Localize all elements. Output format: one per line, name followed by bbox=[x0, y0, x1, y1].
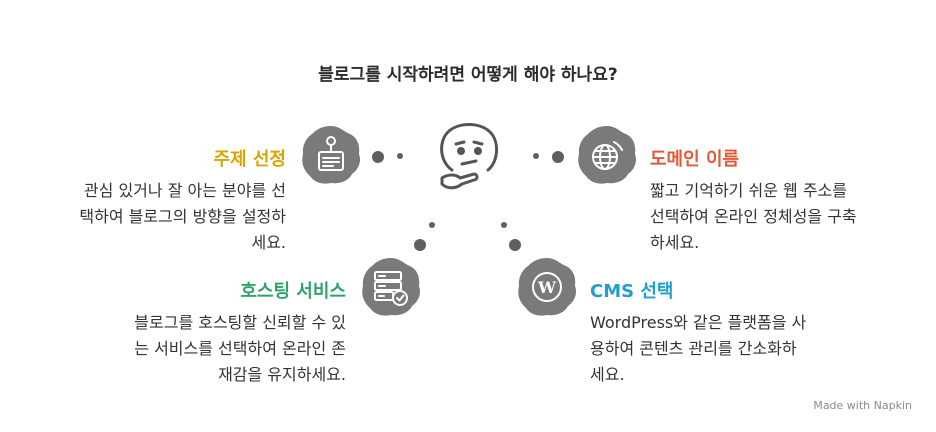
description-line: 하세요. bbox=[650, 233, 700, 252]
cms-heading: CMS 선택 bbox=[590, 281, 674, 302]
description-line: 재감을 유지하세요. bbox=[218, 365, 346, 384]
domain-description: 짧고 기억하기 쉬운 웹 주소를 선택하여 온라인 정체성을 구축 하세요. bbox=[650, 178, 916, 256]
cms-description: WordPress와 같은 플랫폼을 사 용하여 콘텐츠 관리를 간소화하 세요… bbox=[590, 310, 870, 388]
description-line: 는 서비스를 선택하여 온라인 존 bbox=[134, 339, 346, 358]
svg-text:W: W bbox=[537, 278, 557, 297]
connector-dot bbox=[429, 222, 435, 228]
connector-dot bbox=[509, 239, 521, 251]
wordpress-icon: W bbox=[518, 258, 577, 316]
hosting-description: 블로그를 호스팅할 신뢰할 수 있 는 서비스를 선택하여 온라인 존 재감을 … bbox=[66, 310, 346, 388]
domain-heading: 도메인 이름 bbox=[650, 149, 740, 170]
description-line: 관심 있거나 잘 아는 분야를 선 bbox=[83, 181, 286, 200]
topic-heading: 주제 선정 bbox=[213, 149, 286, 170]
connector-dot bbox=[414, 239, 426, 251]
hosting-heading: 호스팅 서비스 bbox=[240, 281, 346, 302]
description-line: 택하여 블로그의 방향을 설정하 bbox=[79, 207, 286, 226]
diagram-title: 블로그를 시작하려면 어떻게 해야 하나요? bbox=[318, 65, 618, 85]
connector-dot bbox=[501, 222, 507, 228]
description-line: 세요. bbox=[590, 365, 625, 384]
globe-icon bbox=[578, 126, 637, 184]
description-line: 용하여 콘텐츠 관리를 간소화하 bbox=[590, 339, 797, 358]
description-line: 블로그를 호스팅할 신뢰할 수 있 bbox=[134, 313, 346, 332]
newspaper-icon bbox=[302, 126, 361, 184]
connector-dot bbox=[397, 153, 403, 159]
connector-dot bbox=[372, 151, 384, 163]
topic-description: 관심 있거나 잘 아는 분야를 선 택하여 블로그의 방향을 설정하 세요. bbox=[26, 178, 286, 256]
thinking-face-icon bbox=[440, 123, 498, 190]
server-icon bbox=[362, 258, 421, 316]
description-line: 세요. bbox=[251, 233, 286, 252]
napkin-watermark[interactable]: Made with Napkin bbox=[813, 399, 912, 412]
connector-dot bbox=[533, 153, 539, 159]
watermark-text: Made with Napkin bbox=[813, 399, 912, 412]
description-line: 짧고 기억하기 쉬운 웹 주소를 bbox=[650, 181, 847, 200]
description-line: 선택하여 온라인 정체성을 구축 bbox=[650, 207, 857, 226]
connector-dot bbox=[552, 151, 564, 163]
description-line: WordPress와 같은 플랫폼을 사 bbox=[590, 313, 807, 332]
